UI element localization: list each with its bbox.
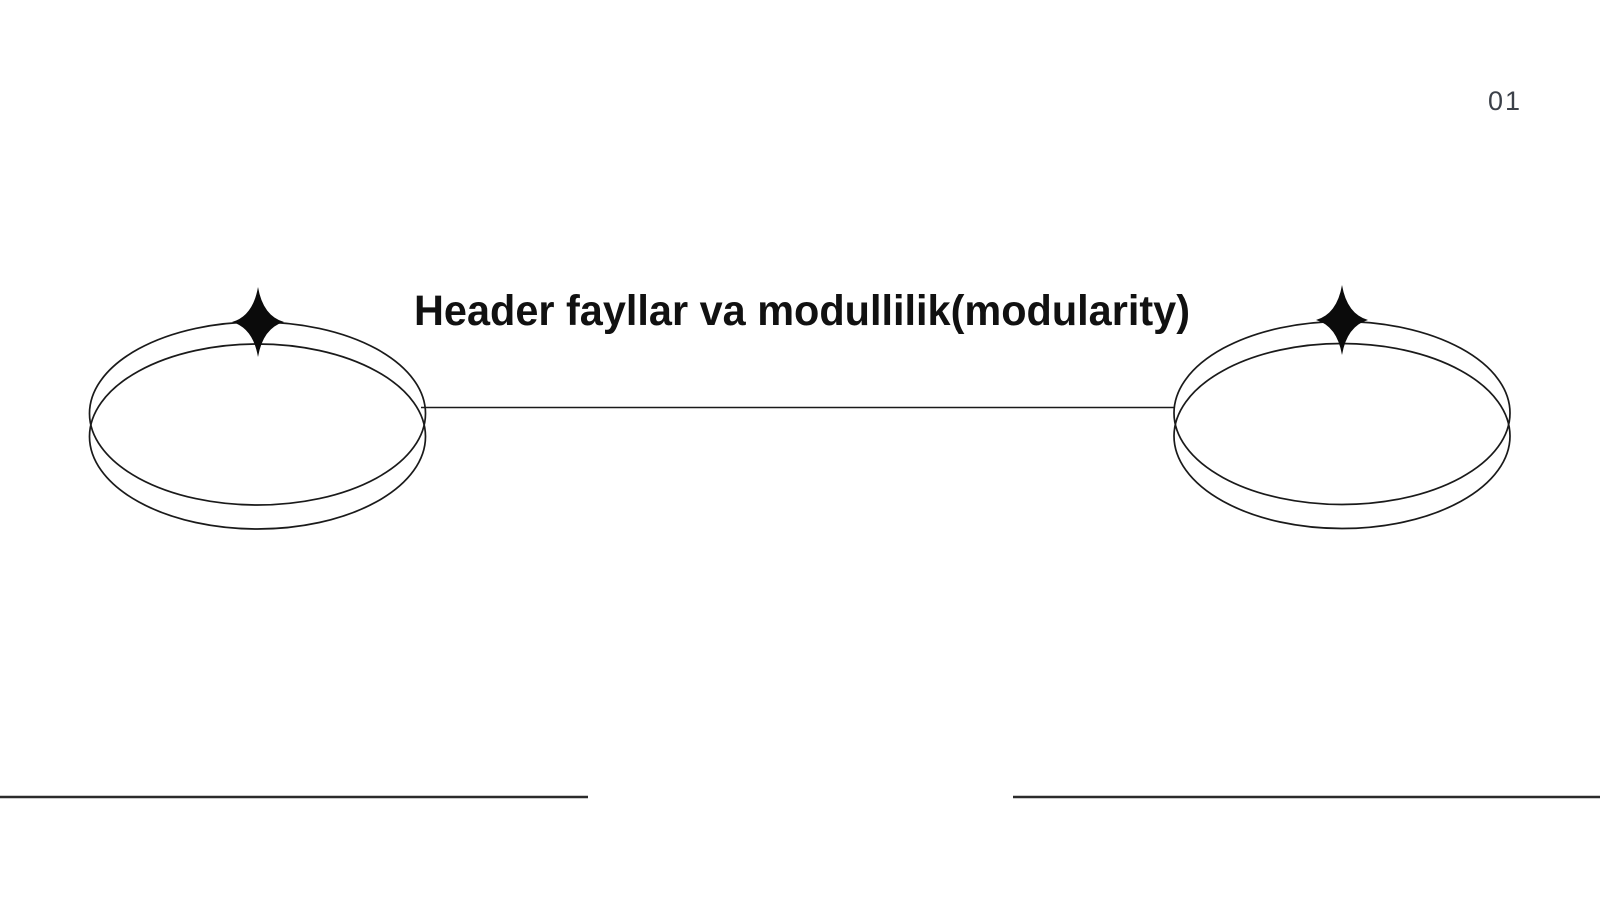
right-ring-lower-ellipse — [1173, 342, 1511, 530]
left-ring-lower-ellipse — [88, 343, 427, 530]
sparkle-icon — [1316, 285, 1368, 355]
slide-title: Header fayllar va modullilik(modularity) — [414, 287, 1190, 335]
sparkle-icon — [232, 287, 284, 357]
page-number: 01 — [1488, 86, 1522, 116]
